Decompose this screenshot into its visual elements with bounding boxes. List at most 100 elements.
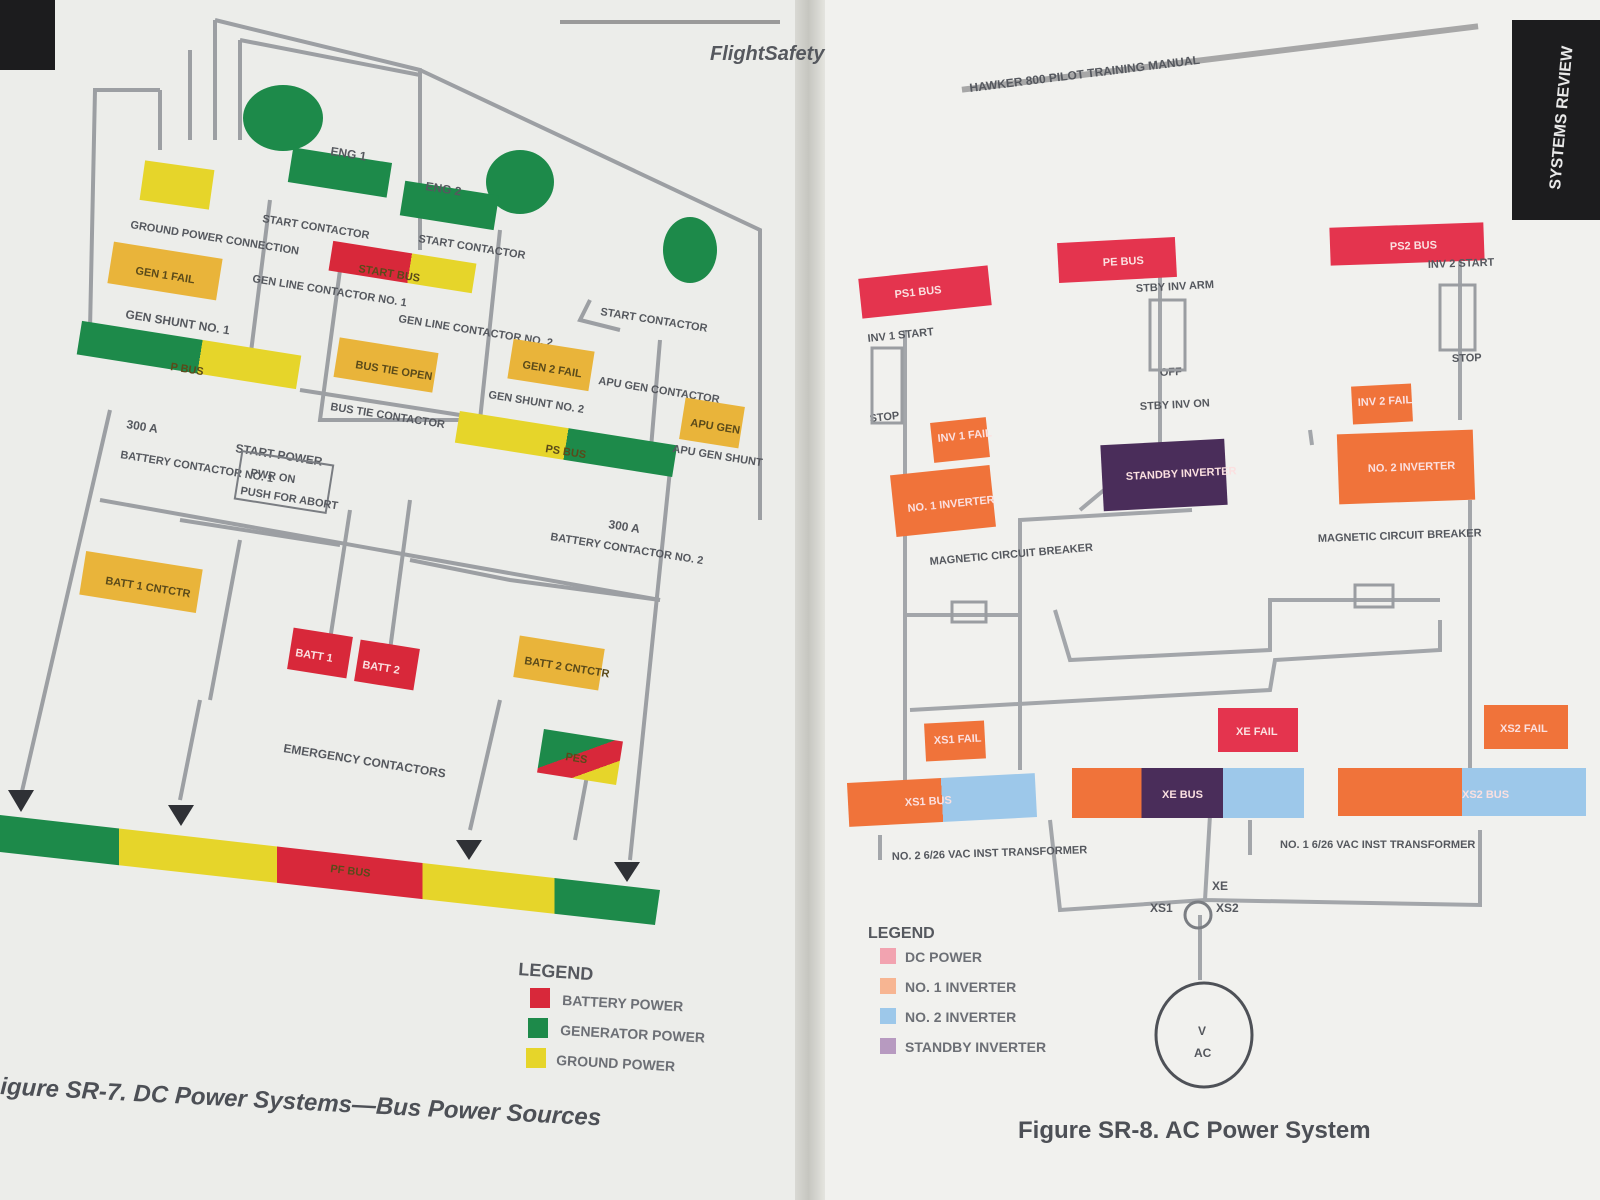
no2-inverter-label: NO. 2 INVERTER — [1368, 460, 1456, 475]
stby-inv-on-label: STBY INV ON — [1140, 397, 1211, 413]
apu-gen-shunt-label: APU GEN SHUNT — [672, 443, 764, 469]
pwr-on-label: PWR ON — [250, 467, 297, 486]
start-contactor-1-label: START CONTACTOR — [262, 213, 371, 242]
batt-2-cntctr-box — [513, 635, 605, 691]
start-power-button[interactable] — [233, 449, 335, 515]
legend-dc-label: DC POWER — [905, 949, 982, 965]
eng-1-bar — [287, 147, 393, 198]
ps2-bus-label: PS2 BUS — [1390, 239, 1437, 253]
gen-2-fail-box — [507, 338, 595, 392]
right-header-rule — [961, 23, 1479, 93]
legend-no1-label: NO. 1 INVERTER — [905, 979, 1016, 995]
legend-standby-label: STANDBY INVERTER — [905, 1039, 1046, 1055]
mcb-1[interactable] — [950, 600, 988, 624]
p-bus — [76, 320, 302, 390]
batt-1-box — [287, 627, 353, 679]
xs2-bus — [1338, 768, 1586, 816]
vac-meter-v: V — [1198, 1024, 1206, 1038]
pf-bus-label: PF BUS — [330, 863, 372, 880]
figure-sr7-caption: igure SR-7. DC Power Systems—Bus Power S… — [0, 1073, 602, 1131]
no2-inverter-box — [1336, 429, 1476, 505]
ac-legend: LEGEND DC POWER NO. 1 INVERTER NO. 2 INV… — [868, 925, 1046, 1055]
ps2-bus — [1329, 222, 1485, 266]
xe-selector-node[interactable] — [1183, 900, 1213, 930]
start-bus — [328, 240, 477, 294]
pe-bus — [1057, 236, 1177, 284]
legend-generator-swatch — [528, 1018, 548, 1038]
inv1-start-label: INV 1 START — [867, 326, 935, 345]
xs1-node-label: XS1 — [1150, 901, 1173, 915]
batt-2-label: BATT 2 — [362, 659, 401, 677]
legend-standby-swatch — [880, 1038, 896, 1054]
mcb-2-label: MAGNETIC CIRCUIT BREAKER — [1318, 527, 1482, 545]
standby-inverter-box — [1100, 438, 1228, 512]
apu-gen-circle — [663, 217, 717, 283]
ps-bus — [454, 410, 678, 478]
right-header: HAWKER 800 PILOT TRAINING MANUAL — [969, 53, 1201, 95]
inv2-start-label: INV 2 START — [1428, 257, 1495, 271]
xs1-bus — [846, 773, 1038, 827]
gen-shunt-2-label: GEN SHUNT NO. 2 — [488, 389, 585, 416]
xe-node-label: XE — [1212, 879, 1228, 893]
legend-battery-label: BATTERY POWER — [562, 992, 684, 1014]
xs1-bus-label: XS1 BUS — [905, 795, 953, 809]
xe-bus — [1072, 768, 1304, 818]
inv2-fail-label: INV 2 FAIL — [1358, 394, 1413, 409]
batt-1-label: BATT 1 — [295, 647, 334, 665]
start-power-label: START POWER — [235, 441, 324, 469]
inv1-fail-label: INV 1 FAIL — [937, 427, 993, 445]
gen-1-fail-box — [107, 241, 223, 301]
figure-sr8-caption: Figure SR-8. AC Power System — [1018, 1117, 1371, 1144]
pes-label: PES — [565, 751, 589, 766]
off-label: OFF — [1160, 366, 1183, 379]
xs2-fail-box — [1484, 705, 1568, 749]
generators — [243, 85, 717, 283]
book-spine — [795, 0, 825, 1200]
amp-1-label: 300 A — [126, 417, 160, 436]
legend-no2-swatch — [880, 1008, 896, 1024]
no2-transformer-label: NO. 2 6/26 VAC INST TRANSFORMER — [892, 844, 1088, 863]
mcb-1-label: MAGNETIC CIRCUIT BREAKER — [929, 542, 1093, 568]
gen-1-circle — [243, 85, 323, 151]
push-for-abort-label: PUSH FOR ABORT — [240, 485, 340, 512]
stby-inv-switch[interactable] — [1148, 298, 1187, 372]
batt-1-cntctr-box — [79, 551, 203, 613]
legend-no2-label: NO. 2 INVERTER — [905, 1009, 1016, 1025]
apu-gen-box — [679, 397, 745, 449]
xs1-fail-box — [924, 720, 986, 762]
stop-1-label: STOP — [869, 410, 900, 425]
legend-no1-swatch — [880, 978, 896, 994]
stop-2-label: STOP — [1452, 352, 1482, 365]
mcb-2[interactable] — [1353, 583, 1395, 609]
vac-meter — [1154, 981, 1254, 1089]
eng-1-label: ENG 1 — [330, 144, 368, 164]
eng-2-label: ENG 2 — [425, 179, 463, 199]
inv2-switch[interactable] — [1438, 283, 1477, 352]
pes-box — [537, 729, 623, 785]
stby-inv-arm-label: STBY INV ARM — [1136, 279, 1215, 295]
dc-wiring — [18, 18, 762, 861]
no1-inverter-box — [890, 464, 996, 538]
pf-bus — [0, 815, 660, 925]
p-bus-label: P BUS — [170, 361, 205, 378]
ground-power-connector — [139, 160, 215, 210]
inv1-switch[interactable] — [870, 346, 904, 425]
ac-wiring — [878, 250, 1482, 980]
left-brand: FlightSafety — [710, 43, 825, 65]
xe-bus-label: XE BUS — [1162, 789, 1203, 801]
pe-bus-label: PE BUS — [1103, 255, 1145, 269]
legend-ground-label: GROUND POWER — [556, 1052, 676, 1074]
dc-legend: LEGEND BATTERY POWER GENERATOR POWER GRO… — [518, 959, 706, 1074]
left-section-tab — [0, 0, 55, 70]
eng-2-bar — [399, 180, 500, 231]
emergency-contactors-label: EMERGENCY CONTACTORS — [283, 741, 447, 780]
ac-legend-title: LEGEND — [868, 925, 935, 942]
vac-meter-ac: AC — [1194, 1046, 1212, 1060]
right-section-tab — [1512, 20, 1600, 220]
standby-inverter-label: STANDBY INVERTER — [1126, 465, 1237, 483]
xe-fail-box — [1218, 708, 1298, 752]
ground-arrows — [8, 790, 640, 882]
xs1-fail-label: XS1 FAIL — [934, 733, 983, 747]
no1-transformer-label: NO. 1 6/26 VAC INST TRANSFORMER — [1280, 839, 1475, 851]
